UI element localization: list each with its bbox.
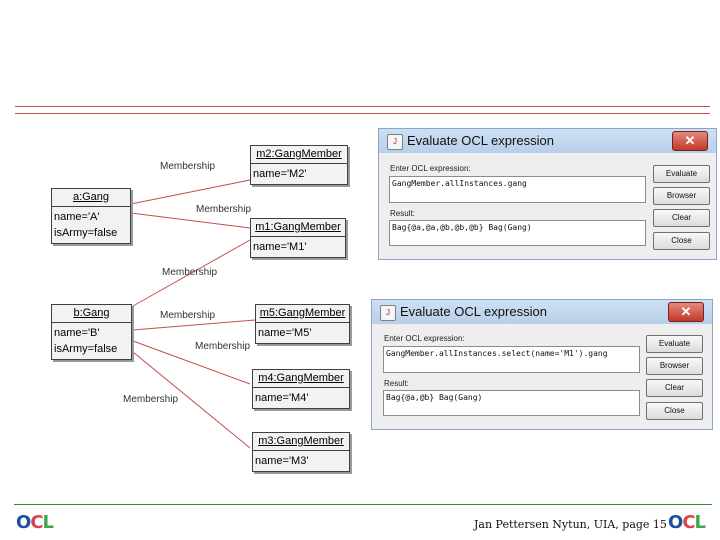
- header-rule-bottom: [15, 113, 710, 114]
- object-m2: m2:GangMember name='M2': [250, 145, 348, 185]
- logo-letter: L: [42, 512, 55, 533]
- link-b-m4: [132, 340, 251, 385]
- enter-expression-label: Enter OCL expression:: [390, 164, 471, 173]
- membership-label: Membership: [195, 341, 251, 352]
- link-a-m1: [130, 212, 251, 229]
- object-a: a:Gang name='A' isArmy=false: [51, 188, 131, 244]
- result-label: Result:: [390, 209, 415, 218]
- logo-letter: C: [682, 512, 695, 533]
- object-attr: name='A': [54, 211, 100, 223]
- page-info: Jan Pettersen Nytun, UIA, page 15: [474, 518, 667, 531]
- ocl-eval-window-1: J Evaluate OCL expression ✕ Enter OCL ex…: [378, 128, 717, 260]
- object-attr: isArmy=false: [54, 343, 118, 355]
- object-attr: name='M1': [253, 241, 307, 253]
- window-title: Evaluate OCL expression: [407, 133, 554, 148]
- object-m5: m5:GangMember name='M5': [255, 304, 350, 344]
- link-a-m2: [130, 179, 251, 205]
- clear-button[interactable]: Clear: [646, 379, 703, 397]
- object-header: a:Gang: [52, 189, 130, 207]
- clear-button[interactable]: Clear: [653, 209, 710, 227]
- evaluate-button[interactable]: Evaluate: [646, 335, 703, 353]
- membership-label: Membership: [162, 267, 218, 278]
- logo-letter: C: [30, 512, 43, 533]
- object-attr: isArmy=false: [54, 227, 118, 239]
- expression-input[interactable]: GangMember.allInstances.select(name='M1'…: [383, 346, 640, 373]
- close-button[interactable]: Close: [646, 402, 703, 420]
- link-b-m3: [132, 351, 251, 449]
- logo-letter: L: [694, 512, 707, 533]
- java-icon: J: [380, 305, 396, 321]
- ocl-eval-window-2: J Evaluate OCL expression ✕ Enter OCL ex…: [371, 299, 713, 430]
- membership-label: Membership: [160, 161, 216, 172]
- expression-input[interactable]: GangMember.allInstances.gang: [389, 176, 646, 203]
- object-attr: name='B': [54, 327, 100, 339]
- window-title: Evaluate OCL expression: [400, 304, 547, 319]
- object-attr: name='M2': [253, 168, 307, 180]
- object-header: b:Gang: [52, 305, 131, 323]
- ocl-logo: OCL: [16, 512, 55, 533]
- membership-label: Membership: [160, 310, 216, 321]
- object-b: b:Gang name='B' isArmy=false: [51, 304, 132, 360]
- membership-label: Membership: [196, 204, 252, 215]
- window-titlebar[interactable]: J Evaluate OCL expression ✕: [379, 129, 716, 153]
- link-b-m1: [132, 239, 251, 307]
- link-b-m5: [132, 319, 256, 331]
- evaluate-button[interactable]: Evaluate: [653, 165, 710, 183]
- window-titlebar[interactable]: J Evaluate OCL expression ✕: [372, 300, 712, 324]
- object-header: m1:GangMember: [251, 219, 345, 237]
- object-header: m5:GangMember: [256, 305, 349, 323]
- object-attr: name='M3': [255, 455, 309, 467]
- enter-expression-label: Enter OCL expression:: [384, 334, 465, 343]
- footer-rule: [14, 504, 712, 505]
- result-output: Bag{@a,@b} Bag(Gang): [383, 390, 640, 416]
- object-m4: m4:GangMember name='M4': [252, 369, 350, 409]
- logo-letter: O: [16, 512, 31, 533]
- result-label: Result:: [384, 379, 409, 388]
- logo-letter: O: [668, 512, 683, 533]
- object-header: m4:GangMember: [253, 370, 349, 388]
- browser-button[interactable]: Browser: [653, 187, 710, 205]
- object-header: m3:GangMember: [253, 433, 349, 451]
- object-m3: m3:GangMember name='M3': [252, 432, 350, 472]
- java-icon: J: [387, 134, 403, 150]
- header-rule-top: [15, 106, 710, 107]
- object-attr: name='M5': [258, 327, 312, 339]
- close-icon[interactable]: ✕: [672, 131, 708, 151]
- close-button[interactable]: Close: [653, 232, 710, 250]
- ocl-logo: OCL: [668, 512, 707, 533]
- object-m1: m1:GangMember name='M1': [250, 218, 346, 258]
- object-attr: name='M4': [255, 392, 309, 404]
- close-icon[interactable]: ✕: [668, 302, 704, 322]
- browser-button[interactable]: Browser: [646, 357, 703, 375]
- result-output: Bag{@a,@a,@b,@b,@b} Bag(Gang): [389, 220, 646, 246]
- object-header: m2:GangMember: [251, 146, 347, 164]
- membership-label: Membership: [123, 394, 179, 405]
